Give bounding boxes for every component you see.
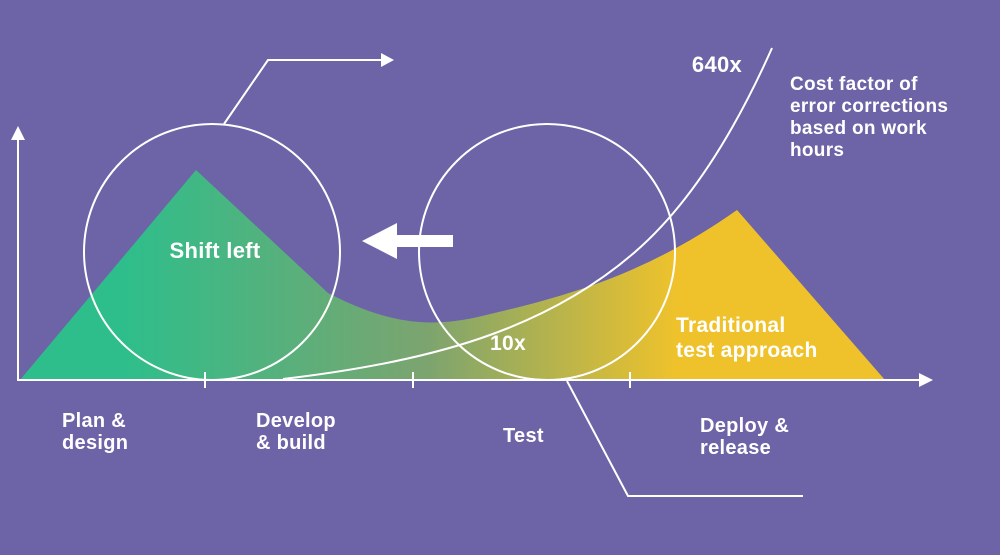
phase-develop-line-1: Develop bbox=[256, 410, 336, 432]
cost-note-line-1: Cost factor of bbox=[790, 74, 918, 95]
top-callout-arrow-icon bbox=[381, 53, 394, 67]
bottom-callout-line bbox=[566, 380, 803, 497]
multiplier-640x-label: 640x bbox=[692, 52, 743, 77]
multiplier-10x-label: 10x bbox=[490, 332, 526, 355]
phase-label-develop-build: Develop & build bbox=[256, 410, 336, 454]
phase-label-plan-design: Plan & design bbox=[62, 410, 128, 454]
phase-test-line-1: Test bbox=[503, 425, 544, 447]
cost-note-line-4: hours bbox=[790, 140, 844, 161]
phase-label-test: Test bbox=[503, 425, 544, 447]
x-axis-arrow-icon bbox=[919, 373, 933, 387]
shift-left-arrow-icon bbox=[362, 223, 453, 259]
traditional-label-line-2: test approach bbox=[676, 339, 818, 362]
phase-deploy-line-2: release bbox=[700, 437, 771, 459]
cost-note: Cost factor of error corrections based o… bbox=[790, 74, 948, 161]
shift-left-circle bbox=[83, 123, 341, 381]
phase-deploy-line-1: Deploy & bbox=[700, 415, 789, 437]
phase-develop-line-2: & build bbox=[256, 432, 326, 454]
traditional-approach-label: Traditional test approach bbox=[676, 314, 818, 362]
y-axis-arrow-icon bbox=[11, 126, 25, 140]
phase-plan-line-1: Plan & bbox=[62, 410, 126, 432]
cost-note-line-3: based on work bbox=[790, 118, 927, 139]
test-phase-circle bbox=[418, 123, 676, 381]
phase-label-deploy-release: Deploy & release bbox=[700, 415, 789, 459]
effort-mountain-shape bbox=[20, 170, 885, 380]
shift-left-label: Shift left bbox=[170, 238, 261, 263]
top-callout-line bbox=[223, 59, 381, 125]
cost-note-line-2: error corrections bbox=[790, 96, 948, 117]
cost-curve bbox=[282, 47, 773, 380]
phase-plan-line-2: design bbox=[62, 432, 128, 454]
traditional-label-line-1: Traditional bbox=[676, 314, 785, 337]
